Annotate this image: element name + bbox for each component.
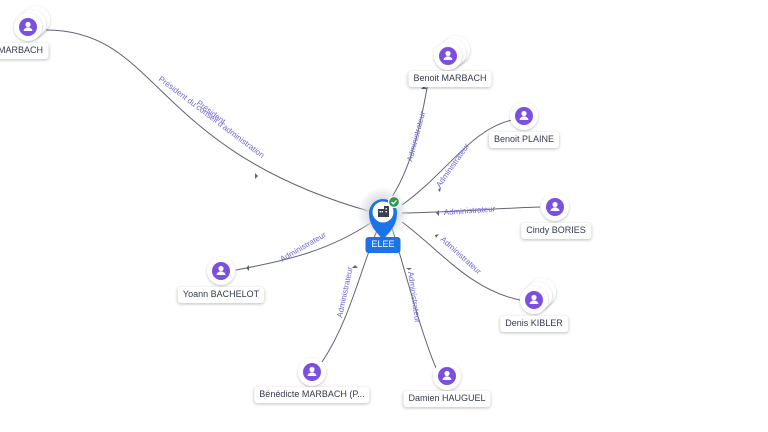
person-node-benedicte-marbach[interactable] [298,358,326,386]
person-icon [303,363,321,381]
person-icon [19,18,37,36]
edge-label-denis: Administrateur [439,235,484,276]
arrowhead-benedicte [352,265,358,268]
edge-label-benoit-plaine: Administrateur [434,141,471,189]
person-label-yoann-bachelot[interactable]: Yoann BACHELOT [177,287,265,303]
arrowhead-yoann [246,265,249,271]
arrowhead-benoit-plaine [438,187,441,192]
edge-label-benedicte: Administrateur [335,266,355,319]
edge-label-yoann: Administrateur [279,230,328,264]
person-node-benoit-plaine[interactable] [510,102,538,130]
building-icon [378,206,389,217]
arrowhead-cindy [436,210,439,216]
arrowhead-denis [435,234,439,238]
arrowhead-alain [255,173,258,179]
person-icon [439,47,457,65]
person-icon [525,291,543,309]
person-nodes [14,6,569,390]
person-label-denis-kibler[interactable]: Denis KIBLER [500,316,568,332]
person-node-damien-hauguel[interactable] [433,362,461,390]
edge-benoit-marbach [389,81,429,201]
person-icon [212,262,230,280]
person-icon [438,367,456,385]
edges-group [45,29,541,369]
arrowheads [246,86,441,271]
company-node-elee[interactable] [357,187,409,240]
person-icon [546,198,564,216]
arrowhead-benoit-marbach [421,86,427,89]
company-label-elee[interactable]: ELEE [365,237,401,253]
edge-label-alain-pca: Président du conseil d'administration [157,74,266,159]
person-label-benoit-plaine[interactable]: Benoit PLAINE [488,132,560,148]
person-label-alain-marbach[interactable]: lain MARBACH [0,43,49,59]
person-node-yoann-bachelot[interactable] [207,257,235,285]
edge-cindy-bories [401,206,541,214]
edge-label-damien: Administrateur [406,271,422,324]
person-node-cindy-bories[interactable] [541,193,569,221]
arrowhead-damien [406,268,412,270]
edge-yoann-bachelot [235,221,373,271]
person-label-benedicte-marbach[interactable]: Bénédicte MARBACH (P... [254,387,370,403]
edge-alain-marbach [45,29,373,213]
edge-benoit-plaine [401,119,513,206]
person-label-cindy-bories[interactable]: Cindy BORIES [521,223,591,239]
check-icon [387,195,401,209]
edge-denis-kibler [401,221,521,301]
person-node-alain-marbach[interactable] [14,6,50,41]
edge-label-benoit-marbach: Administrateur [405,110,427,162]
person-icon [515,107,533,125]
person-label-damien-hauguel[interactable]: Damien HAUGUEL [403,391,491,407]
person-label-benoit-marbach[interactable]: Benoit MARBACH [408,71,492,87]
edge-label-cindy: Administrateur [444,204,496,217]
person-node-benoit-marbach[interactable] [434,36,470,70]
person-node-denis-kibler[interactable] [520,278,556,314]
